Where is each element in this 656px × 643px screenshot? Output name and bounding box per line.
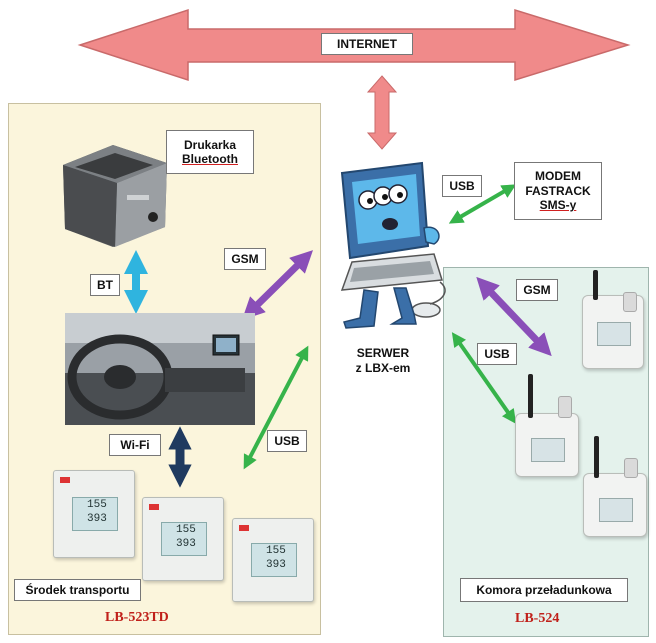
lcd-display: 155 393 bbox=[72, 497, 118, 531]
lb524-logger bbox=[515, 374, 579, 477]
usb-right-label: USB bbox=[477, 343, 517, 365]
chamber-title: LB-524 bbox=[515, 611, 560, 626]
lb523-device: 155 393 bbox=[232, 518, 314, 602]
internet-server-arrow bbox=[366, 75, 398, 150]
transport-title: LB-523TD bbox=[105, 610, 169, 625]
sensor bbox=[558, 396, 572, 418]
printer-label-line1: Drukarka bbox=[183, 137, 237, 152]
brand-logo bbox=[239, 525, 249, 531]
logger-screen bbox=[599, 498, 633, 522]
server-label-line2: z LBX-em bbox=[355, 361, 411, 375]
modem-label-line3: SMS-y bbox=[539, 198, 577, 213]
logger-screen bbox=[597, 322, 631, 346]
gsm-left-arrow bbox=[242, 250, 313, 320]
lcd-display: 155 393 bbox=[251, 543, 297, 577]
usb-left-arrow bbox=[243, 345, 309, 470]
usb-modem-label: USB bbox=[442, 175, 482, 197]
lcd-value: 155 bbox=[87, 499, 107, 511]
internet-label: INTERNET bbox=[321, 33, 413, 55]
lb523-device: 155 393 bbox=[142, 497, 224, 581]
gsm-right-arrow bbox=[476, 276, 552, 357]
server-label: SERWER z LBX-em bbox=[338, 346, 428, 376]
bt-label: BT bbox=[90, 274, 120, 296]
brand-logo bbox=[149, 504, 159, 510]
transport-caption: Środek transportu bbox=[14, 579, 141, 601]
lb524-logger bbox=[582, 270, 644, 369]
gsm-left-label: GSM bbox=[224, 248, 266, 270]
chamber-caption: Komora przeładunkowa bbox=[460, 578, 628, 602]
lb524-logger bbox=[583, 436, 647, 537]
modem-label-line2: FASTRACK bbox=[525, 183, 591, 198]
gsm-right-label: GSM bbox=[516, 279, 558, 301]
usb-right-arrow bbox=[451, 332, 517, 424]
usb-modem-arrow bbox=[448, 184, 517, 224]
lcd-value-second: 393 bbox=[266, 559, 286, 571]
logger-screen bbox=[531, 438, 565, 462]
lcd-value-second: 393 bbox=[87, 513, 107, 525]
printer-label: Drukarka Bluetooth bbox=[166, 130, 254, 174]
sensor bbox=[623, 292, 637, 312]
lcd-display: 155 393 bbox=[161, 522, 207, 556]
modem-label: MODEM FASTRACK SMS-y bbox=[514, 162, 602, 220]
usb-left-label: USB bbox=[267, 430, 307, 452]
antenna bbox=[594, 436, 599, 478]
sensor bbox=[624, 458, 638, 478]
lcd-value-second: 393 bbox=[176, 538, 196, 550]
lcd-value: 155 bbox=[266, 545, 286, 557]
truck-cab-image bbox=[65, 313, 255, 425]
antenna bbox=[593, 270, 598, 300]
lcd-value: 155 bbox=[176, 524, 196, 536]
server-computer-image bbox=[340, 161, 446, 329]
bluetooth-printer-image bbox=[63, 145, 167, 247]
server-label-line1: SERWER bbox=[356, 346, 410, 360]
wifi-label: Wi-Fi bbox=[109, 434, 161, 456]
printer-label-line2: Bluetooth bbox=[182, 152, 238, 166]
lb523-device: 155 393 bbox=[53, 470, 135, 558]
brand-logo bbox=[60, 477, 70, 483]
antenna bbox=[528, 374, 533, 418]
modem-label-line1: MODEM bbox=[535, 169, 581, 184]
